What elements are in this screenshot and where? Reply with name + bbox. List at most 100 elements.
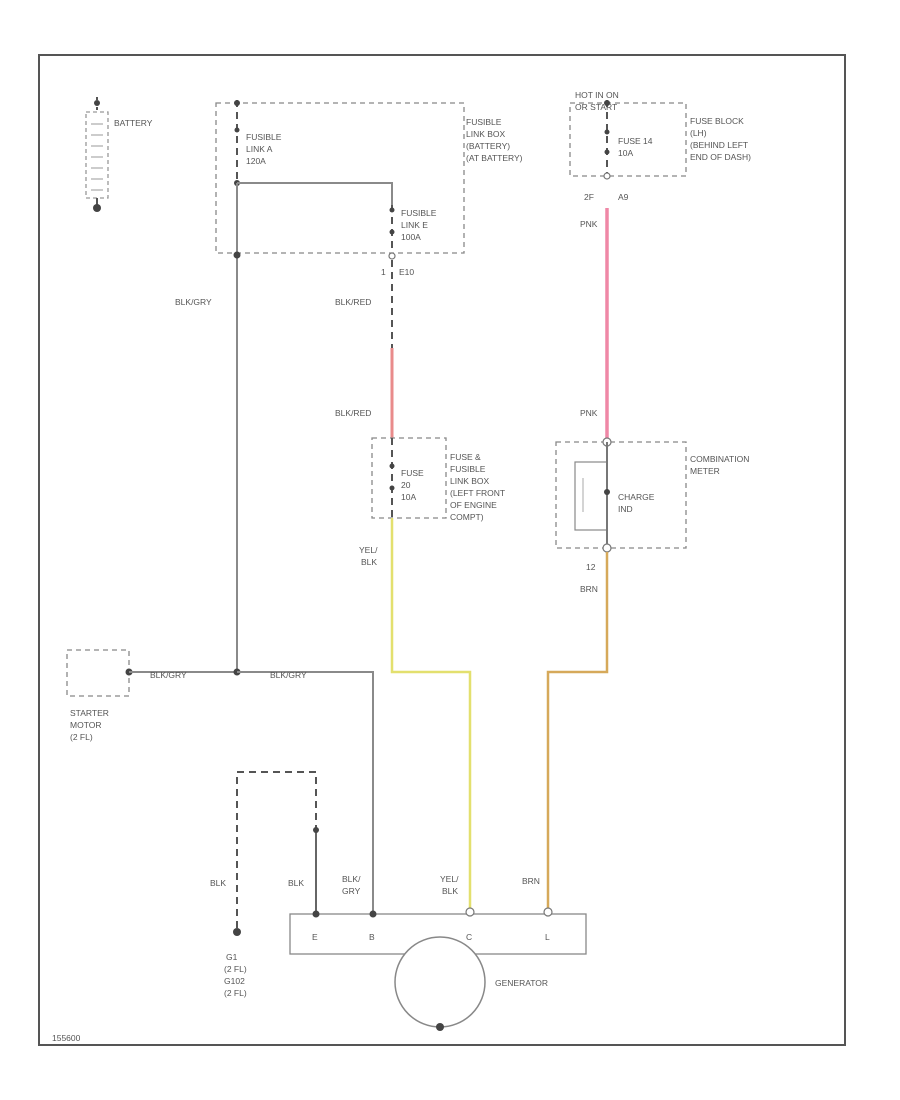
svg-text:FUSIBLE: FUSIBLE — [466, 117, 502, 127]
fuse-14-node — [604, 129, 610, 135]
terminal-l-label: L — [545, 932, 550, 942]
fusible-link-e-node-2 — [389, 229, 395, 235]
wire-label-brn-pin: 12 — [586, 562, 596, 572]
wire-label-yel-blk-1: YEL/ — [359, 545, 378, 555]
battery-label: BATTERY — [114, 118, 153, 128]
wire-label-yel-blk-2: BLK — [361, 557, 377, 567]
wire-yel-blk — [390, 518, 472, 908]
svg-text:FUSE &: FUSE & — [450, 452, 481, 462]
starter-motor — [66, 649, 130, 697]
combination-meter-label: COMBINATION METER — [690, 454, 749, 476]
svg-text:10A: 10A — [618, 148, 633, 158]
fuse-block-pin: 2F — [584, 192, 594, 202]
wire-blk-ground — [236, 771, 317, 928]
svg-text:MOTOR: MOTOR — [70, 720, 101, 730]
meter-output-connector — [602, 543, 612, 553]
svg-text:(2 FL): (2 FL) — [224, 988, 247, 998]
fusible-link-a-label: FUSIBLE LINK A 120A — [246, 132, 282, 166]
svg-text:METER: METER — [690, 466, 720, 476]
svg-text:HOT IN ON: HOT IN ON — [575, 90, 619, 100]
wire-label-blk-red-upper: BLK/RED — [335, 297, 371, 307]
svg-text:10A: 10A — [401, 492, 416, 502]
svg-text:LINK A: LINK A — [246, 144, 273, 154]
svg-text:FUSIBLE: FUSIBLE — [246, 132, 282, 142]
svg-text:(2 FL): (2 FL) — [224, 964, 247, 974]
svg-text:(BEHIND LEFT: (BEHIND LEFT — [690, 140, 748, 150]
wire-label-blk-e: BLK — [288, 878, 304, 888]
wire-label-blk-gry-horizontal: BLK/GRY — [270, 670, 307, 680]
generator-label: GENERATOR — [495, 978, 548, 988]
svg-text:(AT BATTERY): (AT BATTERY) — [466, 153, 523, 163]
terminal-c-label: C — [466, 932, 472, 942]
wire-label-blk-gry-starter: BLK/GRY — [150, 670, 187, 680]
fuse-block-connector-id: A9 — [618, 192, 629, 202]
svg-text:COMBINATION: COMBINATION — [690, 454, 749, 464]
svg-text:FUSIBLE: FUSIBLE — [401, 208, 437, 218]
svg-text:OR START: OR START — [575, 102, 617, 112]
combination-meter — [555, 441, 687, 549]
fuse-block-label: FUSE BLOCK (LH) (BEHIND LEFT END OF DASH… — [690, 116, 751, 162]
fuse-20-node — [389, 463, 395, 469]
wire-blk-gry-generator — [237, 671, 374, 912]
svg-text:(BATTERY): (BATTERY) — [466, 141, 510, 151]
fuse-20-node-2 — [389, 485, 395, 491]
diagram-code: 155600 — [52, 1033, 81, 1043]
svg-text:END OF DASH): END OF DASH) — [690, 152, 751, 162]
svg-text:(LEFT FRONT: (LEFT FRONT — [450, 488, 505, 498]
ground-label: G1 (2 FL) G102 (2 FL) — [224, 952, 247, 998]
svg-text:CHARGE: CHARGE — [618, 492, 655, 502]
svg-text:G1: G1 — [226, 952, 238, 962]
charge-ind-lamp-frame — [574, 461, 608, 531]
terminal-b-label: B — [369, 932, 375, 942]
svg-text:LINK BOX: LINK BOX — [450, 476, 490, 486]
wire-label-blk-gry-b-1: BLK/ — [342, 874, 361, 884]
wire-label-yel-blk-c-2: BLK — [442, 886, 458, 896]
svg-text:OF ENGINE: OF ENGINE — [450, 500, 497, 510]
svg-text:FUSE BLOCK: FUSE BLOCK — [690, 116, 744, 126]
battery-symbol — [85, 97, 109, 212]
fuse-relay-box-label: FUSE & FUSIBLE LINK BOX (LEFT FRONT OF E… — [450, 452, 505, 522]
fuse-14-node-2 — [604, 149, 610, 155]
generator-ground-node — [436, 1023, 444, 1031]
svg-text:LINK E: LINK E — [401, 220, 428, 230]
wire-label-brn-l: BRN — [522, 876, 540, 886]
fusible-link-e-label: FUSIBLE LINK E 100A — [401, 208, 437, 242]
charge-ind-label: CHARGE IND — [618, 492, 655, 514]
svg-text:IND: IND — [618, 504, 633, 514]
svg-text:(2 FL): (2 FL) — [70, 732, 93, 742]
svg-text:FUSE 14: FUSE 14 — [618, 136, 653, 146]
svg-text:LINK BOX: LINK BOX — [466, 129, 506, 139]
wire-label-blk-gry: BLK/GRY — [175, 297, 212, 307]
link-e-connector-id: E10 — [399, 267, 414, 277]
fuse-block-connector — [603, 172, 611, 180]
charge-ind-node — [604, 489, 610, 495]
wire-label-pnk-upper: PNK — [580, 219, 598, 229]
wire-brn — [546, 552, 609, 908]
svg-text:STARTER: STARTER — [70, 708, 109, 718]
svg-text:COMPT): COMPT) — [450, 512, 484, 522]
link-bus-wire — [237, 182, 393, 205]
wire-label-blk-gry-b-2: GRY — [342, 886, 361, 896]
terminal-e-label: E — [312, 932, 318, 942]
fusible-link-e-node — [389, 207, 395, 213]
svg-text:100A: 100A — [401, 232, 421, 242]
link-a-output-node — [233, 251, 241, 259]
fuse-14-label: FUSE 14 10A — [618, 136, 653, 158]
hot-run-label: HOT IN ON OR START — [575, 90, 619, 112]
fusible-link-e-connector — [388, 252, 396, 260]
fusible-link-a-top-node — [234, 100, 240, 106]
fusible-link-box — [215, 102, 465, 254]
fusible-link-box-label: FUSIBLE LINK BOX (BATTERY) (AT BATTERY) — [466, 117, 523, 163]
terminal-l-connector — [543, 907, 553, 917]
wire-label-brn: BRN — [580, 584, 598, 594]
wire-label-yel-blk-c-1: YEL/ — [440, 874, 459, 884]
wire-label-pnk-lower: PNK — [580, 408, 598, 418]
ground-splice — [313, 827, 319, 833]
svg-text:FUSIBLE: FUSIBLE — [450, 464, 486, 474]
link-e-pin: 1 — [381, 267, 386, 277]
svg-text:(LH): (LH) — [690, 128, 707, 138]
svg-text:FUSE: FUSE — [401, 468, 424, 478]
wire-label-blk-ground: BLK — [210, 878, 226, 888]
svg-text:G102: G102 — [224, 976, 245, 986]
